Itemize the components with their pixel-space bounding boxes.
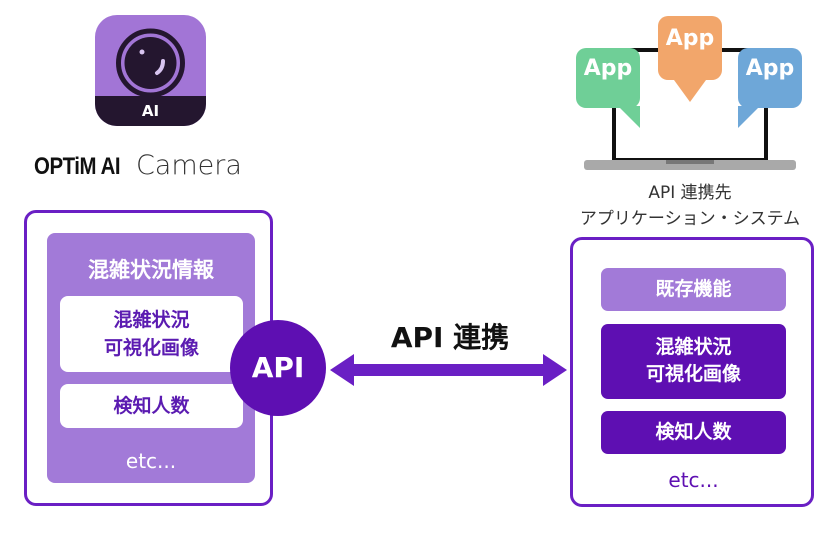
left-etc: etc...	[125, 449, 177, 473]
right-etc: etc...	[668, 468, 719, 492]
app-bubble-green	[576, 48, 640, 128]
left-item-visualization-image: 混雑状況 可視化画像	[60, 296, 243, 372]
app-label-blue: App	[745, 56, 795, 81]
item-line: 混雑状況	[113, 309, 190, 331]
api-badge: API	[230, 320, 326, 416]
item-line: 可視化画像	[103, 337, 199, 359]
camera-lens-icon	[116, 28, 185, 98]
caption-line: アプリケーション・システム	[579, 209, 801, 229]
caption-line: API 連携先	[648, 183, 732, 203]
app-bubble-blue	[738, 48, 802, 128]
integrated-system-box	[570, 237, 814, 507]
app-bubble-orange	[658, 16, 722, 102]
integration-target-caption: API 連携先 アプリケーション・システム	[560, 180, 820, 232]
congestion-info-title: 混雑状況情報	[88, 258, 214, 282]
ai-badge: AI	[95, 96, 206, 126]
laptop-illustration	[576, 16, 802, 170]
api-connection-label: API 連携	[390, 321, 510, 354]
left-item-detected-count: 検知人数	[60, 384, 243, 428]
optim-ai-camera-app-icon: AI	[95, 15, 206, 126]
brand-logo: OPTiM AI Camera	[34, 150, 242, 181]
product-name: Camera	[135, 150, 242, 181]
app-label-orange: App	[665, 26, 715, 51]
app-label-green: App	[583, 56, 633, 81]
brand-name: OPTiM AI	[34, 153, 121, 180]
right-item-visualization-image: 混雑状況 可視化画像	[601, 324, 786, 399]
item-line: 混雑状況	[655, 336, 732, 358]
bidirectional-arrow-icon	[330, 354, 567, 386]
right-item-detected-count: 検知人数	[601, 411, 786, 454]
right-item-existing-features: 既存機能	[601, 268, 786, 311]
item-line: 可視化画像	[645, 363, 741, 385]
